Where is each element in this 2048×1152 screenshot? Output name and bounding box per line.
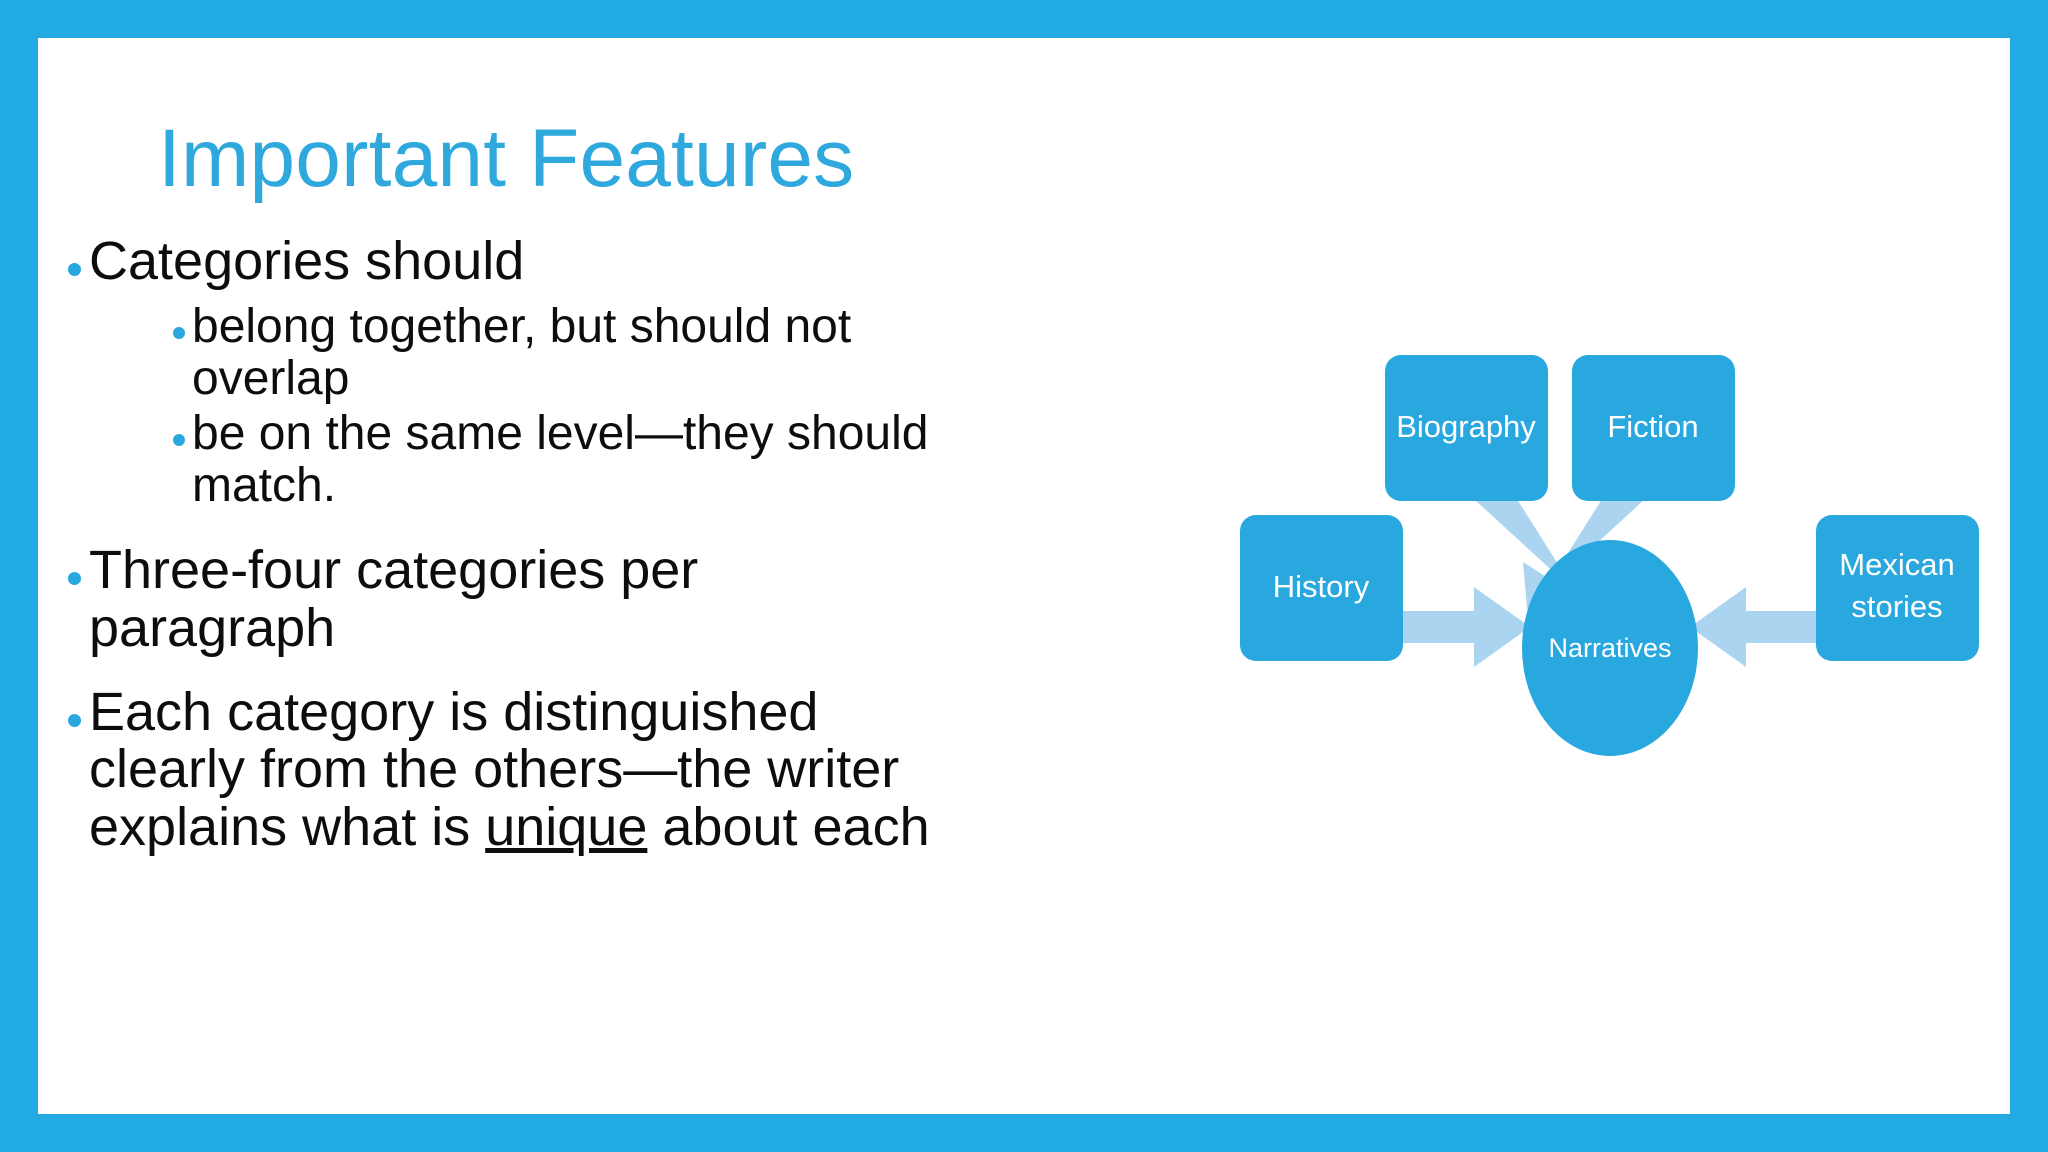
list-item: Categories should [68, 231, 948, 291]
history-box [1240, 515, 1403, 661]
list-item-label: Categories should [89, 231, 525, 291]
diagram-node-history[interactable]: History [1240, 515, 1403, 661]
list-item: Each category is distinguished clearly f… [68, 681, 948, 858]
smartart-diagram: Narratives Biography Fiction History [1178, 293, 2010, 993]
list-item-label: Three-four categories per paragraph [89, 540, 699, 658]
narratives-ellipse [1522, 540, 1698, 756]
list-item-text-before: Each category is distinguished clearly f… [89, 681, 900, 858]
diagram-node-mexican-stories[interactable]: Mexican stories [1816, 515, 1979, 661]
arrow-history-to-narratives [1402, 587, 1530, 667]
bullet-dot-icon [173, 434, 185, 447]
page-title: Important Features [158, 113, 855, 204]
mexican-stories-label-line-2: stories [1851, 589, 1942, 624]
biography-box [1385, 355, 1548, 501]
diagram-canvas: Narratives Biography Fiction History [1240, 355, 1979, 756]
biography-label: Biography [1396, 409, 1536, 444]
bullet-dot-icon [173, 326, 185, 339]
bullet-dot-icon [68, 263, 81, 276]
list-item: belong together, but should not overlap [173, 299, 948, 405]
emphasized-word: unique [485, 797, 648, 858]
list-item-label: be on the same level—they should match. [192, 407, 929, 513]
bullet-dot-icon [68, 572, 81, 586]
diagram-node-narratives[interactable]: Narratives [1522, 540, 1698, 756]
mexican-stories-label-line-1: Mexican [1839, 547, 1954, 582]
diagram-node-biography[interactable]: Biography [1385, 355, 1548, 501]
list-item-text-after: about each [647, 797, 930, 858]
history-label: History [1273, 569, 1370, 604]
diagram-node-fiction[interactable]: Fiction [1572, 355, 1735, 501]
list-item: Three-four categories per paragraph [68, 540, 948, 658]
mexican-stories-box [1816, 515, 1979, 661]
arrow-mexican-stories-to-narratives [1690, 587, 1818, 667]
bullet-dot-icon [68, 713, 81, 727]
list-item-label: belong together, but should not overlap [192, 299, 852, 405]
slide-canvas: Important Features Categories should bel… [38, 38, 2010, 1114]
narratives-label: Narratives [1548, 633, 1671, 663]
list-item-label: Each category is distinguished clearly f… [89, 681, 948, 858]
bullet-list: Categories should belong together, but s… [68, 231, 948, 867]
fiction-box [1572, 355, 1735, 501]
fiction-label: Fiction [1607, 409, 1698, 444]
list-item: be on the same level—they should match. [173, 408, 948, 512]
